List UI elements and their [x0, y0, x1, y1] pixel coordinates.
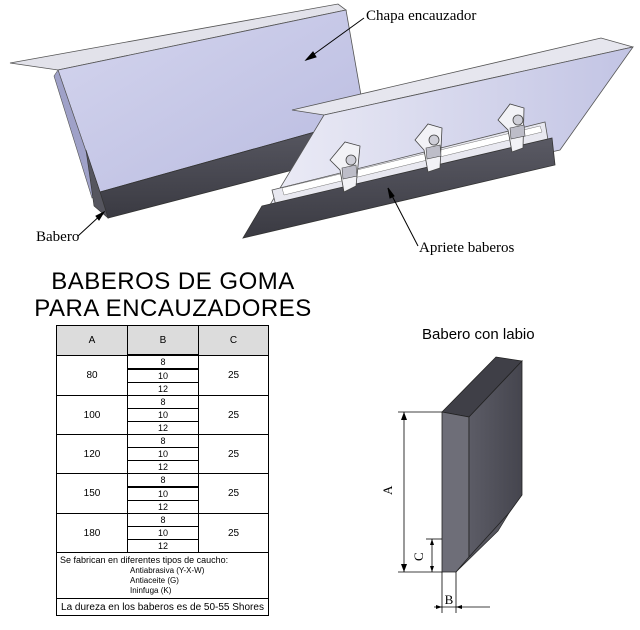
cell-b: 12: [127, 539, 199, 553]
cell-b: 10: [127, 368, 199, 383]
document-title: BABEROS DE GOMA PARA ENCAUZADORES: [28, 268, 318, 322]
callout-apriete-baberos: Apriete baberos: [419, 240, 515, 256]
skirt-front-face: [441, 411, 470, 573]
skirt-side-face: [468, 359, 523, 559]
cell-c: 25: [198, 434, 269, 474]
cell-b: 8: [127, 513, 199, 527]
dimension-b-label: B: [445, 592, 454, 607]
clamp-3: [497, 103, 526, 153]
dimension-a-label: A: [380, 485, 395, 495]
clamp-1: [329, 141, 361, 193]
rubber-type: Antiabrasiva (Y-X-W): [130, 566, 205, 575]
cell-a: 150: [56, 473, 128, 514]
rubber-type: Ininfuga (K): [130, 586, 172, 595]
dimensions-table: A B C 80 8 25 10 12 100 8 25 10 12 120 8…: [56, 325, 269, 616]
cell-b: 8: [127, 434, 199, 448]
rubber-types-note: Se fabrican en diferentes tipos de cauch…: [56, 552, 269, 599]
left-guide-plate: [9, 3, 371, 219]
cell-b: 8: [127, 354, 199, 370]
cell-a: 120: [56, 434, 128, 474]
lip-skirt-drawing: A C B: [380, 356, 523, 613]
title-line-2: PARA ENCAUZADORES: [34, 295, 312, 322]
cell-c: 25: [198, 513, 269, 553]
callout-babero: Babero: [36, 229, 80, 245]
cell-c: 25: [198, 473, 269, 514]
table-row: 12: [57, 460, 269, 474]
hardness-note: La dureza en los baberos es de 50-55 Sho…: [56, 598, 269, 616]
cell-b: 12: [127, 421, 199, 435]
notes-row: Se fabrican en diferentes tipos de cauch…: [56, 552, 269, 599]
table-row: 80 8 25: [56, 354, 269, 396]
cell-a: 100: [56, 395, 128, 435]
header-c: C: [198, 325, 269, 356]
notes-heading: Se fabrican en diferentes tipos de cauch…: [60, 555, 229, 565]
cell-b: 12: [127, 460, 199, 474]
cell-b: 10: [127, 408, 199, 422]
encauzador-illustration: [9, 3, 634, 247]
callout-chapa-encauzador: Chapa encauzador: [366, 8, 477, 24]
cell-c: 25: [198, 395, 269, 435]
detail-title: Babero con labio: [422, 326, 535, 343]
title-line-1: BABEROS DE GOMA: [51, 268, 295, 295]
cell-b: 10: [127, 447, 199, 461]
cell-b: 10: [127, 486, 199, 501]
cell-b: 12: [127, 500, 199, 514]
header-b: B: [127, 325, 199, 356]
skirt-lip: [455, 512, 510, 573]
cell-a: 180: [56, 513, 128, 553]
table-row: 100 8 25: [56, 395, 269, 435]
leader-lines: [77, 17, 419, 247]
table-row: 150 8 25: [56, 473, 269, 514]
cell-b: 12: [127, 382, 199, 396]
table-row: 180 8 25: [56, 513, 269, 553]
cell-b: 10: [127, 526, 199, 540]
cell-b: 8: [127, 473, 199, 488]
rubber-type: Antiaceite (G): [130, 576, 179, 585]
hardness-row: La dureza en los baberos es de 50-55 Sho…: [56, 598, 269, 616]
header-a: A: [56, 325, 128, 356]
cell-a: 80: [56, 354, 128, 396]
cell-c: 25: [198, 354, 269, 396]
clamp-2: [414, 123, 443, 173]
dimension-c-label: C: [411, 552, 426, 561]
cell-b: 8: [127, 395, 199, 409]
table-row: 120 8 25: [56, 434, 269, 474]
table-header-row: A B C: [56, 325, 269, 356]
